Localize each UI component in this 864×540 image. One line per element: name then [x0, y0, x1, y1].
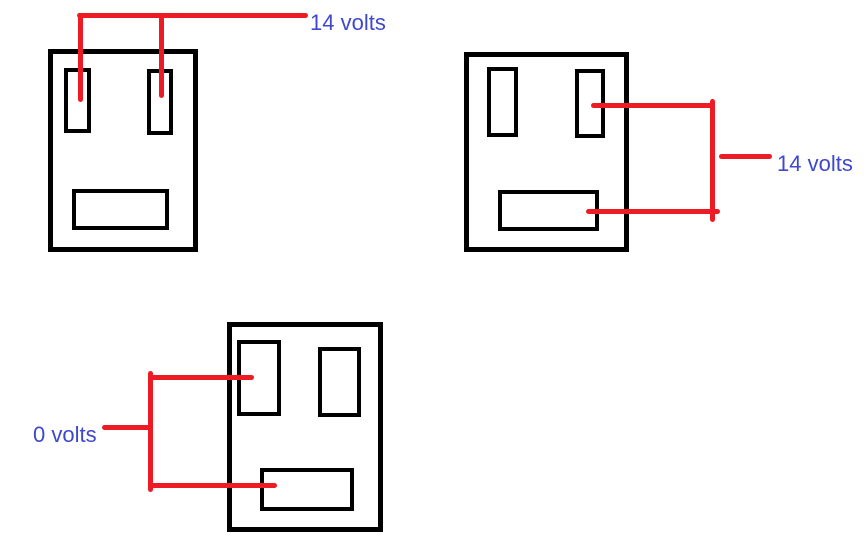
outlet-top-left: [48, 49, 198, 252]
lead-top-right-label-pointer: [719, 154, 772, 159]
outlet-top-left-left-slot: [64, 68, 91, 133]
voltage-label-top-right: 14 volts: [777, 151, 853, 176]
lead-top-right-upper-horizontal: [591, 103, 713, 108]
outlet-top-left-ground-slot: [72, 189, 169, 230]
lead-top-left-right-vertical: [159, 13, 164, 98]
outlet-top-right-left-slot: [487, 67, 518, 137]
voltage-label-top-left: 14 volts: [310, 10, 386, 35]
lead-top-right-vertical: [710, 99, 715, 222]
lead-top-left-horizontal: [77, 13, 308, 18]
lead-bottom-label-pointer: [102, 425, 150, 430]
outlet-top-right-ground-slot: [498, 190, 599, 231]
outlet-bottom-right-slot: [318, 347, 361, 417]
voltage-label-bottom: 0 volts: [33, 422, 97, 447]
outlet-top-right: [464, 52, 629, 252]
outlet-bottom: [227, 322, 383, 532]
lead-top-left-left-vertical: [78, 13, 83, 102]
lead-bottom-lower-horizontal: [148, 483, 277, 488]
lead-bottom-upper-horizontal: [148, 375, 254, 380]
outlet-bottom-ground-slot: [260, 468, 354, 511]
lead-top-right-lower-horizontal: [586, 209, 720, 214]
lead-bottom-vertical: [148, 371, 153, 492]
